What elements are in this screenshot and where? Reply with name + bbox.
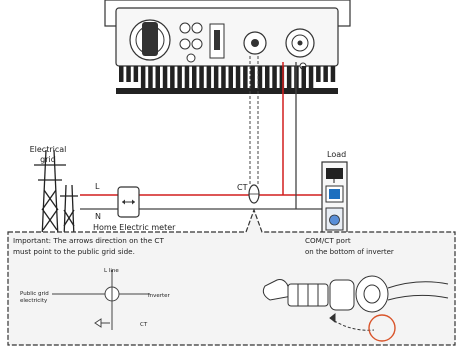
- heatsink-fin: [140, 66, 146, 90]
- ct-sensor-icon: [248, 184, 260, 204]
- ct-orientation-inset: [52, 270, 150, 330]
- heatsink-fin: [301, 66, 306, 90]
- heatsink-fin: [316, 66, 321, 82]
- com-ct-port-label: COM/CT port: [305, 236, 351, 245]
- heatsink-base: [116, 88, 338, 94]
- line-n-label: N: [95, 212, 101, 221]
- heatsink-fins: [116, 66, 338, 94]
- load-label: Load: [327, 150, 346, 159]
- heatsink-fin: [119, 66, 124, 82]
- heatsink-fin: [192, 66, 197, 90]
- important-line1: Important: The arrows direction on the C…: [13, 236, 164, 245]
- important-line2: must point to the public grid side.: [13, 247, 135, 256]
- heatsink-fin: [286, 66, 292, 90]
- grid-label-line2: grid: [40, 155, 56, 164]
- heatsink-fin: [323, 66, 328, 82]
- heatsink-fin: [235, 66, 241, 90]
- heatsink-fin: [330, 66, 336, 82]
- inset-l-line-label: L line: [104, 268, 119, 274]
- ac-port-icon: [285, 28, 315, 58]
- heatsink-fin: [133, 66, 139, 82]
- load-appliances: [321, 161, 348, 248]
- line-l-label: L: [95, 182, 100, 191]
- heatsink-fin: [184, 66, 190, 90]
- grid-tower-icon: [30, 149, 80, 239]
- pv-connector-icon: [179, 22, 203, 63]
- tv-icon: [326, 168, 343, 179]
- electric-meter-icon: [117, 186, 140, 218]
- heatsink-fin: [257, 66, 263, 90]
- com-ct-port-sublabel: on the bottom of inverter: [305, 248, 394, 256]
- ct-label: CT: [237, 183, 248, 192]
- heatsink-fin: [148, 66, 153, 90]
- heatsink-fin: [155, 66, 160, 90]
- inverter: [104, 0, 351, 94]
- meter-label: Home Electric meter: [93, 223, 176, 232]
- com-port-icon: [209, 23, 225, 59]
- heatsink-fin: [228, 66, 233, 90]
- inset-public-grid-label-1: Public grid: [20, 291, 49, 297]
- wiring: [80, 56, 322, 210]
- grid-label-line1: Electrical: [30, 145, 67, 154]
- heatsink-fin: [206, 66, 212, 90]
- heatsink-fin: [279, 66, 285, 90]
- heatsink-fin: [213, 66, 219, 90]
- heatsink-fin: [177, 66, 182, 90]
- heatsink-fin: [170, 66, 175, 90]
- heatsink-fin: [126, 66, 131, 82]
- inset-inverter-label: Inverter: [148, 293, 171, 299]
- inset-ct-label: CT: [140, 322, 148, 328]
- heatsink-fin: [308, 66, 314, 90]
- heatsink-fin: [250, 66, 255, 90]
- heatsink-fin: [162, 66, 168, 90]
- port-highlight-circle: [368, 314, 396, 342]
- ct-port-icon: [243, 31, 267, 55]
- heatsink-fin: [243, 66, 248, 90]
- heatsink-fin: [272, 66, 277, 90]
- heatsink-fin: [199, 66, 204, 90]
- rj45-connector-icon: [262, 275, 449, 331]
- heatsink-fin: [265, 66, 270, 90]
- inset-public-grid-label-2: electricity: [20, 298, 48, 304]
- dc-switch-icon: [129, 19, 171, 61]
- heatsink-fin: [221, 66, 226, 90]
- info-panel: [7, 208, 456, 346]
